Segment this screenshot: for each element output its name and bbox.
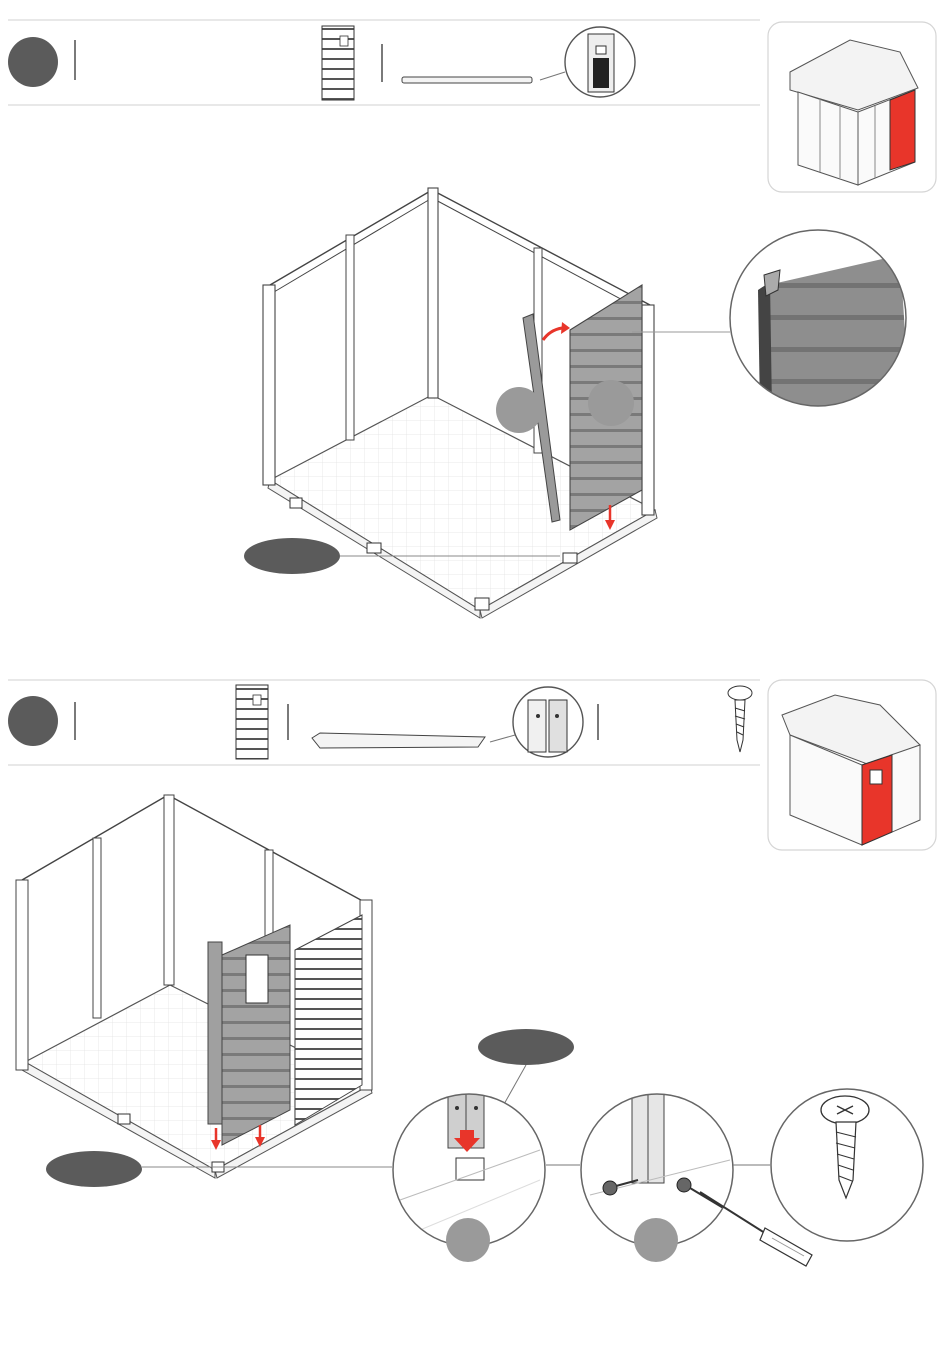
part-badge-b bbox=[588, 380, 634, 426]
step2-header bbox=[8, 680, 760, 765]
window-panel-icon bbox=[236, 685, 268, 759]
window-panel-being-installed bbox=[222, 925, 290, 1145]
profile-bar-icon bbox=[402, 72, 565, 83]
corner-profile-icon bbox=[312, 733, 515, 748]
panel-edge-closeup-icon bbox=[632, 228, 910, 410]
floor-connector-badge bbox=[46, 1151, 142, 1187]
step1-header bbox=[8, 20, 760, 105]
corner-connector-closeup-icon bbox=[513, 687, 583, 757]
screw-icon bbox=[728, 686, 752, 752]
part-badge-a bbox=[496, 387, 542, 433]
corner-badge bbox=[478, 1029, 574, 1065]
shed-locator-front-wall-icon bbox=[768, 680, 936, 850]
step-number-badge bbox=[8, 696, 58, 746]
step-number-badge bbox=[8, 37, 58, 87]
step1-shed-frame bbox=[244, 188, 657, 618]
screw-closeup-icon bbox=[771, 1089, 923, 1241]
detail-a-badge bbox=[446, 1218, 490, 1262]
profile-drop-closeup-icon bbox=[393, 1088, 545, 1262]
shed-locator-right-wall-icon bbox=[768, 22, 936, 192]
floor-connector-badge bbox=[244, 538, 340, 574]
detail-b-badge bbox=[634, 1218, 678, 1262]
wall-panel-icon bbox=[322, 26, 354, 100]
connector-closeup-icon bbox=[565, 27, 635, 97]
